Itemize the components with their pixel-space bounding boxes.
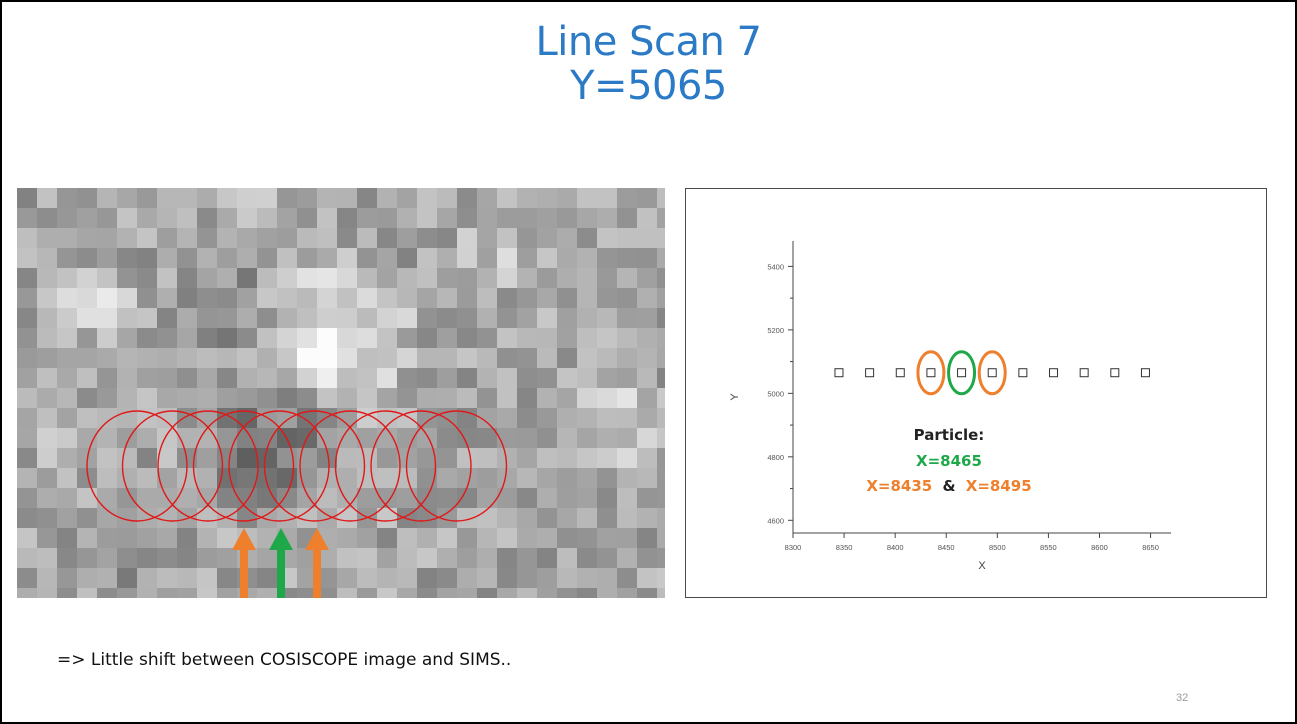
slide-title: Line Scan 7 Y=5065 bbox=[2, 20, 1295, 108]
orange-highlight-circle bbox=[977, 350, 1007, 396]
slide-caption: => Little shift between COSISCOPE image … bbox=[57, 650, 512, 670]
data-point bbox=[895, 368, 905, 378]
chart-ticks bbox=[788, 265, 1152, 538]
annotation-orange-values: X=8435 & X=8495 bbox=[866, 477, 1031, 495]
y-tick-label: 5400 bbox=[767, 262, 784, 271]
scan-circle bbox=[121, 410, 224, 522]
title-line-2: Y=5065 bbox=[570, 63, 727, 109]
x-tick-label: 8650 bbox=[1142, 543, 1159, 552]
scan-circle bbox=[299, 410, 401, 522]
y-tick-label: 4600 bbox=[767, 516, 784, 525]
scan-circle bbox=[157, 410, 259, 522]
pixel-grid bbox=[17, 188, 665, 598]
orange-arrow bbox=[232, 528, 256, 598]
data-points bbox=[834, 368, 1150, 378]
y-tick-label: 5000 bbox=[767, 389, 784, 398]
data-point bbox=[1110, 368, 1120, 378]
annotation-ampersand: & bbox=[942, 477, 955, 495]
sims-image bbox=[17, 188, 665, 598]
title-line-1: Line Scan 7 bbox=[535, 19, 762, 65]
data-point bbox=[987, 368, 997, 378]
scan-circle bbox=[370, 410, 472, 522]
x-tick-label: 8450 bbox=[938, 543, 955, 552]
sims-image-panel bbox=[17, 188, 665, 598]
y-axis-label: Y bbox=[729, 393, 741, 401]
x-axis-label: X bbox=[978, 560, 986, 572]
scan-circle bbox=[228, 410, 330, 522]
data-point bbox=[865, 368, 875, 378]
scan-circle bbox=[263, 410, 366, 522]
scatter-chart: 8300 8350 8400 8450 8500 8550 8600 8650 4600 4800… bbox=[729, 241, 1171, 572]
scan-circle bbox=[192, 410, 295, 522]
scan-circles bbox=[86, 410, 508, 522]
data-point bbox=[834, 368, 844, 378]
data-point bbox=[926, 368, 936, 378]
green-arrow bbox=[269, 528, 293, 598]
annotation-heading: Particle: bbox=[914, 426, 985, 444]
chart-axes bbox=[792, 241, 1171, 534]
data-point bbox=[1049, 368, 1059, 378]
y-tick-label: 5200 bbox=[767, 326, 784, 335]
arrows bbox=[232, 528, 329, 598]
x-tick-label: 8300 bbox=[785, 543, 802, 552]
annotation-orange-value-a: X=8435 bbox=[866, 477, 932, 495]
scan-circle bbox=[405, 410, 508, 522]
y-tick-label: 4800 bbox=[767, 453, 784, 462]
x-tick-label: 8350 bbox=[836, 543, 853, 552]
scan-circle bbox=[86, 410, 188, 522]
x-tick-label: 8550 bbox=[1040, 543, 1057, 552]
x-tick-label: 8500 bbox=[989, 543, 1006, 552]
annotation-green-value: X=8465 bbox=[916, 452, 982, 470]
data-point bbox=[957, 368, 967, 378]
chart-panel: 8300 8350 8400 8450 8500 8550 8600 8650 4600 4800… bbox=[685, 188, 1267, 598]
annotation-orange-value-b: X=8495 bbox=[966, 477, 1032, 495]
x-tick-label: 8400 bbox=[887, 543, 904, 552]
green-highlight-circle bbox=[947, 350, 977, 396]
data-point bbox=[1079, 368, 1089, 378]
page-number: 32 bbox=[1176, 692, 1189, 704]
data-point bbox=[1140, 368, 1150, 378]
scan-circle bbox=[334, 410, 437, 522]
highlight-circles bbox=[916, 350, 1007, 396]
data-point bbox=[1018, 368, 1028, 378]
chart-tick-labels: 8300 8350 8400 8450 8500 8550 8600 8650 4600 4800… bbox=[767, 262, 1159, 552]
x-tick-label: 8600 bbox=[1091, 543, 1108, 552]
orange-highlight-circle bbox=[916, 350, 946, 396]
orange-arrow bbox=[305, 528, 329, 598]
particle-annotation: Particle: X=8465 X=8435 & X=8495 bbox=[866, 426, 1031, 495]
